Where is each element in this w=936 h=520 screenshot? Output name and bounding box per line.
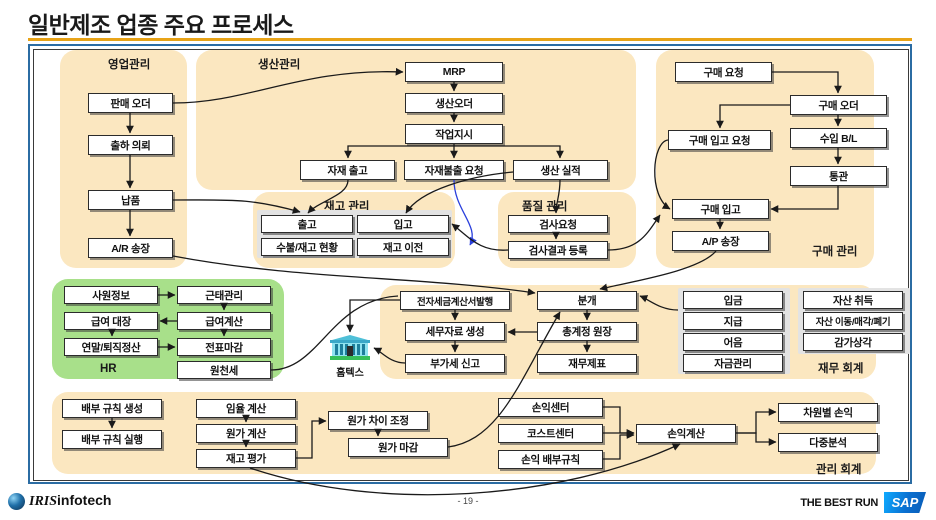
node-general-ledger[interactable]: 총계정 원장	[537, 322, 637, 341]
page-title: 일반제조 업종 주요 프로세스	[28, 12, 294, 38]
node-asset-acquire[interactable]: 자산 취득	[803, 291, 903, 309]
node-alloc-rule-create[interactable]: 배부 규칙 생성	[62, 399, 162, 418]
node-rate-calc[interactable]: 임율 계산	[196, 399, 296, 418]
node-stock-status[interactable]: 수불/재고 현황	[261, 238, 353, 256]
panel-label-purchasing: 구매 관리	[812, 246, 858, 258]
node-inspection-request[interactable]: 검사요청	[508, 215, 608, 233]
node-employee-info[interactable]: 사원정보	[64, 286, 158, 304]
node-customs[interactable]: 통관	[790, 166, 887, 186]
hometax-label: 홈텍스	[336, 368, 364, 379]
node-delivery[interactable]: 납품	[88, 190, 173, 210]
panel-label-quality: 품질 관리	[522, 201, 568, 213]
node-dimension-profit[interactable]: 차원별 손익	[778, 403, 878, 422]
node-material-issue[interactable]: 자재 출고	[300, 160, 395, 180]
panel-label-tax-fi: 재무 회계	[818, 363, 864, 375]
node-tax-data[interactable]: 세무자료 생성	[405, 322, 505, 341]
node-material-request[interactable]: 자재불출 요청	[404, 160, 504, 180]
node-payment[interactable]: 지급	[683, 312, 783, 330]
node-gr-request[interactable]: 구매 입고 요청	[668, 130, 771, 150]
node-alloc-rule-exec[interactable]: 배부 규칙 실행	[62, 430, 162, 449]
sap-logo: SAP	[884, 492, 926, 513]
panel-label-production: 생산관리	[258, 59, 301, 71]
node-goods-receipt[interactable]: 입고	[357, 215, 449, 233]
government-building-icon	[330, 335, 370, 360]
node-ap-invoice[interactable]: A/P 송장	[672, 231, 769, 251]
sap-tagline: THE BEST RUN	[800, 496, 878, 509]
node-inspection-result[interactable]: 검사결과 등록	[508, 241, 608, 259]
node-work-order[interactable]: 작업지시	[405, 124, 503, 144]
node-pa-alloc-rule[interactable]: 손익 배부규칙	[498, 450, 603, 469]
panel-label-hr: HR	[100, 363, 117, 375]
node-fund-mgmt[interactable]: 자금관리	[683, 354, 783, 372]
node-purchase-requisition[interactable]: 구매 요청	[675, 62, 772, 82]
node-profit-center[interactable]: 손익센터	[498, 398, 603, 417]
node-attendance[interactable]: 근태관리	[177, 286, 271, 304]
node-payroll-calc[interactable]: 급여계산	[177, 312, 271, 330]
node-multi-analysis[interactable]: 다중분석	[778, 433, 878, 452]
node-cost-variance[interactable]: 원가 차이 조정	[328, 411, 428, 430]
node-goods-receipt-pur[interactable]: 구매 입고	[672, 199, 769, 219]
panel-label-controlling: 관리 회계	[816, 464, 862, 476]
infotech-name: infotech	[57, 492, 112, 508]
node-purchase-order[interactable]: 구매 오더	[790, 95, 887, 115]
iris-name: IRIS	[29, 494, 58, 509]
sap-branding: THE BEST RUN SAP	[800, 492, 926, 513]
node-depreciation[interactable]: 감가상각	[803, 333, 903, 351]
node-cost-calc[interactable]: 원가 계산	[196, 424, 296, 443]
node-profit-analysis[interactable]: 손익계산	[636, 424, 736, 443]
node-sales-order[interactable]: 판매 오더	[88, 93, 173, 113]
node-year-end-settle[interactable]: 연말/퇴직정산	[64, 338, 158, 356]
node-journal-entry[interactable]: 분개	[537, 291, 637, 310]
panel-controlling	[52, 392, 876, 474]
title-divider	[28, 38, 912, 41]
iris-orb-icon	[8, 492, 25, 510]
node-note[interactable]: 어음	[683, 333, 783, 351]
node-withholding-tax[interactable]: 원천세	[177, 361, 271, 379]
node-production-result[interactable]: 생산 실적	[513, 160, 608, 180]
node-vat-filing[interactable]: 부가세 신고	[405, 354, 505, 373]
node-ship-request[interactable]: 출하 의뢰	[88, 135, 173, 155]
node-voucher-close[interactable]: 전표마감	[177, 338, 271, 356]
node-goods-issue[interactable]: 출고	[261, 215, 353, 233]
iris-logo-text: IRISinfotech	[29, 492, 111, 510]
node-e-tax-invoice[interactable]: 전자세금계산서발행	[400, 291, 510, 310]
panel-sales	[60, 50, 187, 268]
node-cost-center[interactable]: 코스트센터	[498, 424, 603, 443]
node-receipt[interactable]: 입금	[683, 291, 783, 309]
node-mrp[interactable]: MRP	[405, 62, 503, 82]
node-stock-transfer[interactable]: 재고 이전	[357, 238, 449, 256]
node-production-order[interactable]: 생산오더	[405, 93, 503, 113]
node-asset-move[interactable]: 자산 이동/매각/폐기	[803, 312, 903, 330]
node-import-bl[interactable]: 수입 B/L	[790, 128, 887, 148]
node-cost-close[interactable]: 원가 마감	[348, 438, 448, 457]
node-payroll-ledger[interactable]: 급여 대장	[64, 312, 158, 330]
node-inventory-valuation[interactable]: 재고 평가	[196, 449, 296, 468]
vendor-logo: IRISinfotech	[8, 492, 111, 510]
node-ar-invoice[interactable]: A/R 송장	[88, 238, 173, 258]
panel-label-sales: 영업관리	[108, 59, 151, 71]
node-financial-stmt[interactable]: 재무제표	[537, 354, 637, 373]
page-number: - 19 -	[457, 496, 479, 506]
